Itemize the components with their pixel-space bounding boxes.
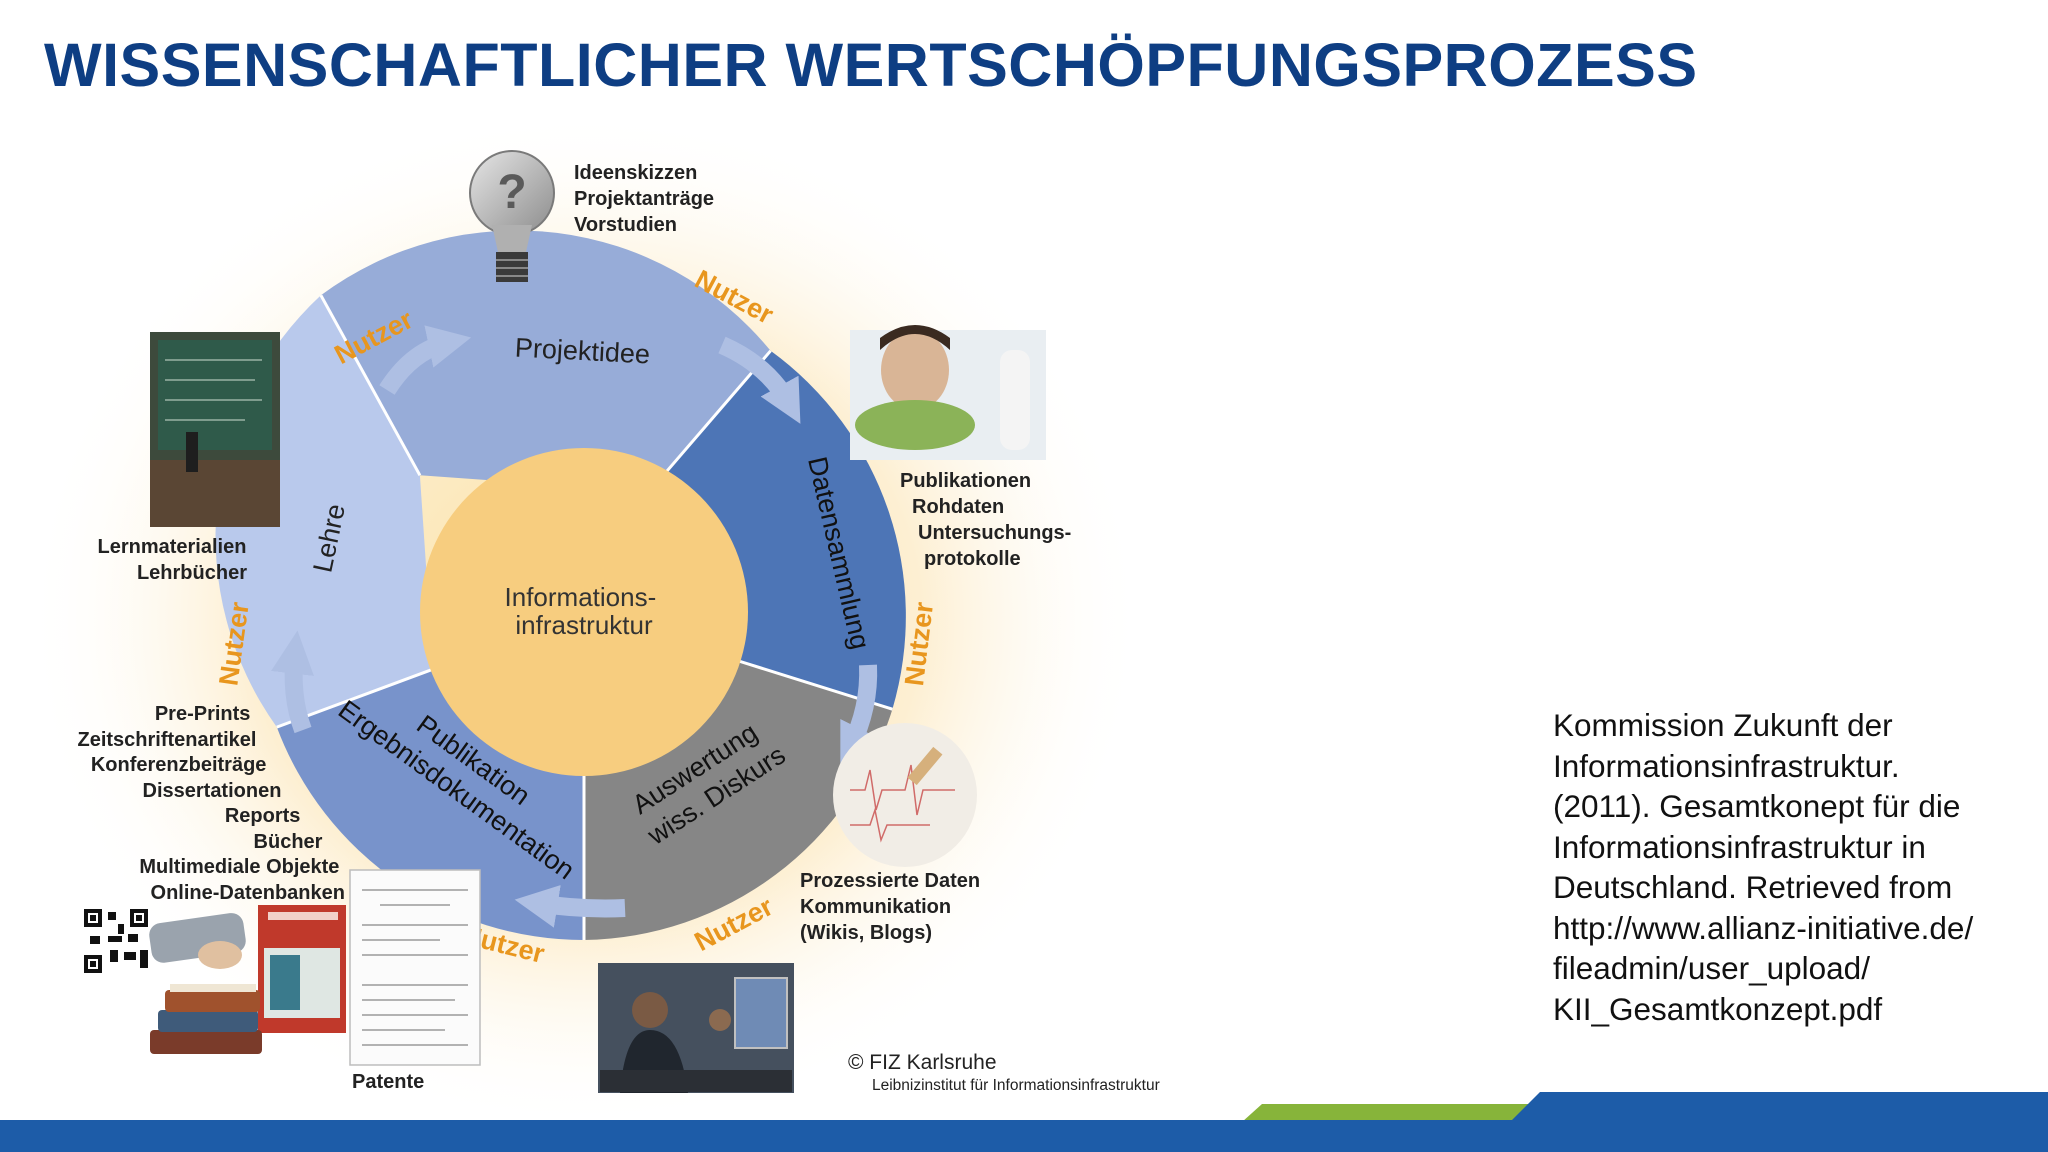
svg-text:?: ? <box>497 166 526 219</box>
data-chart-photo <box>833 723 977 867</box>
output-idee: Ideenskizzen Projektanträge Vorstudien <box>574 162 720 236</box>
footer-blue-wedge <box>1510 1092 2048 1122</box>
output-lehre: Lernmaterialien Lehrbücher <box>97 536 252 584</box>
qr-code-icon <box>82 907 150 975</box>
segment-datensammlung <box>649 350 906 710</box>
output-auswertung: Prozessierte Daten Kommunikation (Wikis,… <box>800 870 986 944</box>
computer-work-photo <box>598 963 794 1093</box>
center-label: Informations- infrastruktur <box>505 582 664 640</box>
output-publikation: Pre-Prints Zeitschriftenartikel Konferen… <box>77 703 345 904</box>
researcher-photo <box>850 325 1046 460</box>
output-patente: Patente <box>352 1071 424 1093</box>
outputs-text: Ideenskizzen Projektanträge Vorstudien P… <box>77 162 1077 1093</box>
output-daten: Publikationen Rohdaten Untersuchungs- pr… <box>900 470 1077 570</box>
cycle-arrows <box>271 325 879 928</box>
segment-projektidee <box>320 230 771 492</box>
footer-blue-band <box>0 1120 2048 1152</box>
slide-title: WISSENSCHAFTLICHER WERTSCHÖPFUNGSPROZESS <box>44 31 1698 99</box>
diagram-credit: © FIZ Karlsruhe Leibnizinstitut für Info… <box>848 1051 1160 1094</box>
lecture-hall-photo <box>150 332 280 527</box>
patent-document-icon <box>349 869 481 1066</box>
label-projektidee: Projektidee <box>514 332 650 369</box>
center-circle <box>420 448 748 776</box>
scanner-device-icon <box>149 913 246 969</box>
journal-cover-icon <box>258 905 346 1033</box>
lightbulb-icon: ? <box>469 150 555 282</box>
books-stack-icon <box>150 984 262 1054</box>
footer-bar <box>0 1092 2048 1152</box>
citation-text: Kommission Zukunft der Informationsinfra… <box>1553 707 1974 1027</box>
